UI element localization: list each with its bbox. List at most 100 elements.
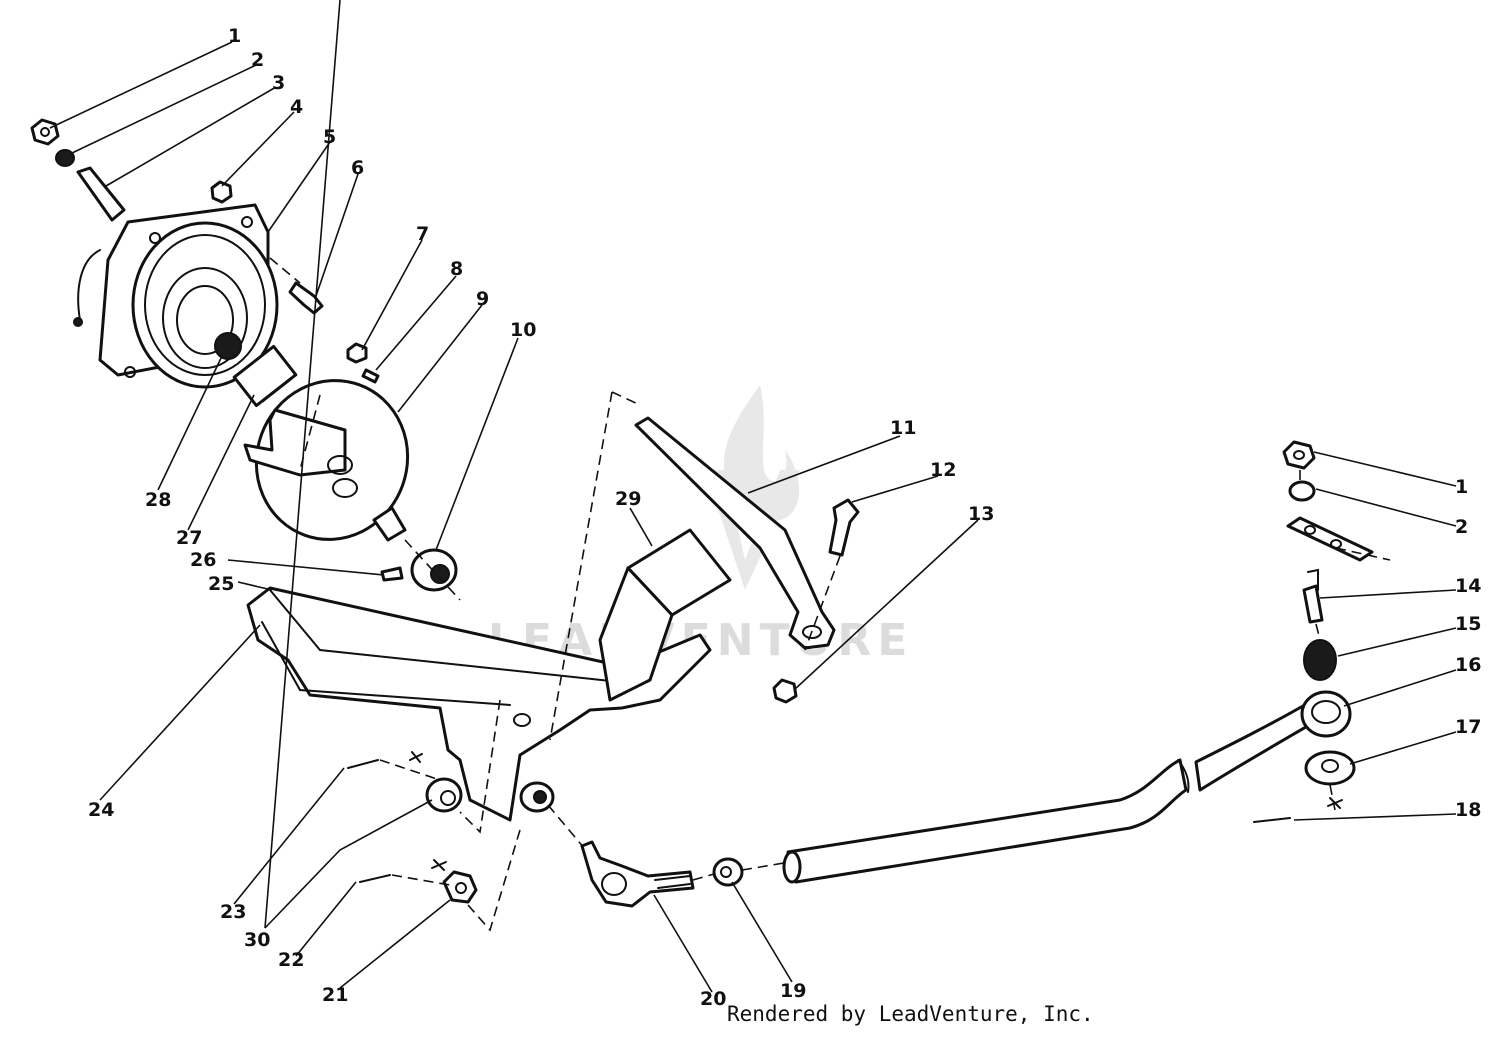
plate-hole — [149, 232, 161, 244]
spacer-3 — [76, 166, 126, 222]
pedal-assembly — [246, 391, 732, 932]
callout-30: 30 — [244, 929, 270, 951]
nut-7 — [346, 342, 368, 364]
bolt-12 — [828, 498, 860, 557]
pin-23-axis — [379, 759, 441, 781]
ball-joint-20 — [580, 840, 695, 908]
callout-27: 27 — [176, 527, 202, 549]
plate-axis — [1335, 547, 1391, 561]
lever-pivot-center — [533, 790, 547, 804]
callout-25: 25 — [208, 573, 234, 595]
callout-4: 4 — [290, 96, 303, 118]
cotter-pin-23 — [347, 759, 379, 769]
bushing-30 — [425, 777, 463, 813]
ball-joint-thread — [654, 875, 691, 889]
clutch-pulley-face — [162, 267, 248, 369]
nut-1-right-hole — [1293, 450, 1305, 460]
credit-text: Rendered by LeadVenture, Inc. — [727, 1002, 1094, 1026]
nut-1 — [30, 118, 60, 146]
callout-2-right: 2 — [1455, 516, 1468, 538]
callout-24: 24 — [88, 799, 114, 821]
callout-10: 10 — [510, 319, 536, 341]
leader-lines — [49, 0, 1457, 993]
callout-21: 21 — [322, 984, 348, 1006]
callout-20: 20 — [700, 988, 726, 1010]
jam-nut-19-hole — [720, 866, 732, 878]
bushing-30-hole — [440, 790, 456, 806]
washer-2 — [55, 149, 75, 167]
callout-26: 26 — [190, 549, 216, 571]
spindle-16 — [1300, 690, 1352, 738]
pin-14-thread — [1307, 568, 1319, 591]
pin-23-cross — [409, 751, 423, 763]
pin-22-axis — [391, 874, 451, 886]
callout-5: 5 — [323, 126, 336, 148]
bolt-6-axis — [269, 257, 301, 284]
callout-13: 13 — [968, 503, 994, 525]
callout-9: 9 — [476, 288, 489, 310]
callout-19: 19 — [780, 980, 806, 1002]
plate-slot — [332, 478, 358, 498]
pin-26 — [380, 566, 404, 582]
jam-nut-19 — [712, 857, 744, 887]
callout-15: 15 — [1455, 613, 1481, 635]
washer-17 — [1304, 750, 1356, 786]
bushing-15 — [1303, 639, 1337, 681]
callout-2: 2 — [251, 49, 264, 71]
spindle-axis — [1329, 784, 1336, 811]
callout-23: 23 — [220, 901, 246, 923]
callout-6: 6 — [351, 157, 364, 179]
cotter-pin-22 — [359, 874, 391, 883]
plate-hole — [124, 366, 136, 378]
brake-arm-hole — [802, 625, 822, 639]
clutch-pulley-groove — [144, 234, 266, 376]
callout-29: 29 — [615, 488, 641, 510]
clutch-shaft — [214, 332, 242, 360]
plate-hole — [241, 216, 253, 228]
castle-nut-21-hole — [455, 882, 467, 894]
plate-slot — [327, 455, 353, 475]
brake-arm-assembly — [634, 416, 860, 704]
lever-fold — [269, 589, 621, 683]
tie-rod-tube — [786, 758, 1188, 884]
bolt-12-axis — [804, 555, 841, 651]
tie-rod-end — [782, 850, 802, 884]
spacer-axis — [404, 539, 461, 601]
lever-hole — [513, 713, 531, 727]
nut-13 — [772, 678, 798, 704]
screw-8 — [361, 368, 380, 384]
callout-22: 22 — [278, 949, 304, 971]
callout-16: 16 — [1455, 654, 1481, 676]
ball-joint-eye — [601, 872, 627, 896]
callout-12: 12 — [930, 459, 956, 481]
spacer-10-hole — [430, 564, 450, 584]
spindle-16-bore — [1311, 700, 1341, 724]
nut-1-hole — [40, 127, 50, 137]
pedal-arm — [598, 566, 674, 702]
spring-27 — [232, 344, 298, 408]
clutch-pulley-inner — [176, 285, 234, 355]
steering-arm — [1194, 700, 1320, 792]
brake-bracket — [243, 408, 347, 477]
callout-7: 7 — [416, 223, 429, 245]
callout-8: 8 — [450, 258, 463, 280]
assembly-line — [549, 391, 613, 741]
pin-22-cross — [431, 859, 447, 871]
assembly-line — [467, 829, 521, 932]
callout-14: 14 — [1455, 575, 1481, 597]
callouts: 1 2 3 4 5 6 7 8 9 10 11 12 13 1 2 14 15 … — [88, 25, 1481, 1010]
callout-3: 3 — [272, 72, 285, 94]
pin-axis — [1315, 623, 1321, 641]
callout-1: 1 — [228, 25, 241, 47]
nut-1-right — [1282, 440, 1316, 470]
washer-17-hole — [1321, 759, 1339, 773]
washer-2-right — [1288, 480, 1316, 502]
cotter-pin-18 — [1253, 817, 1291, 823]
tie-rod-axis — [692, 873, 715, 881]
plate-hole — [1304, 525, 1316, 535]
tie-rod-assembly — [580, 440, 1391, 908]
assembly-line — [459, 699, 501, 834]
pin-18-cross — [1327, 797, 1343, 809]
castle-nut-21 — [442, 870, 478, 904]
